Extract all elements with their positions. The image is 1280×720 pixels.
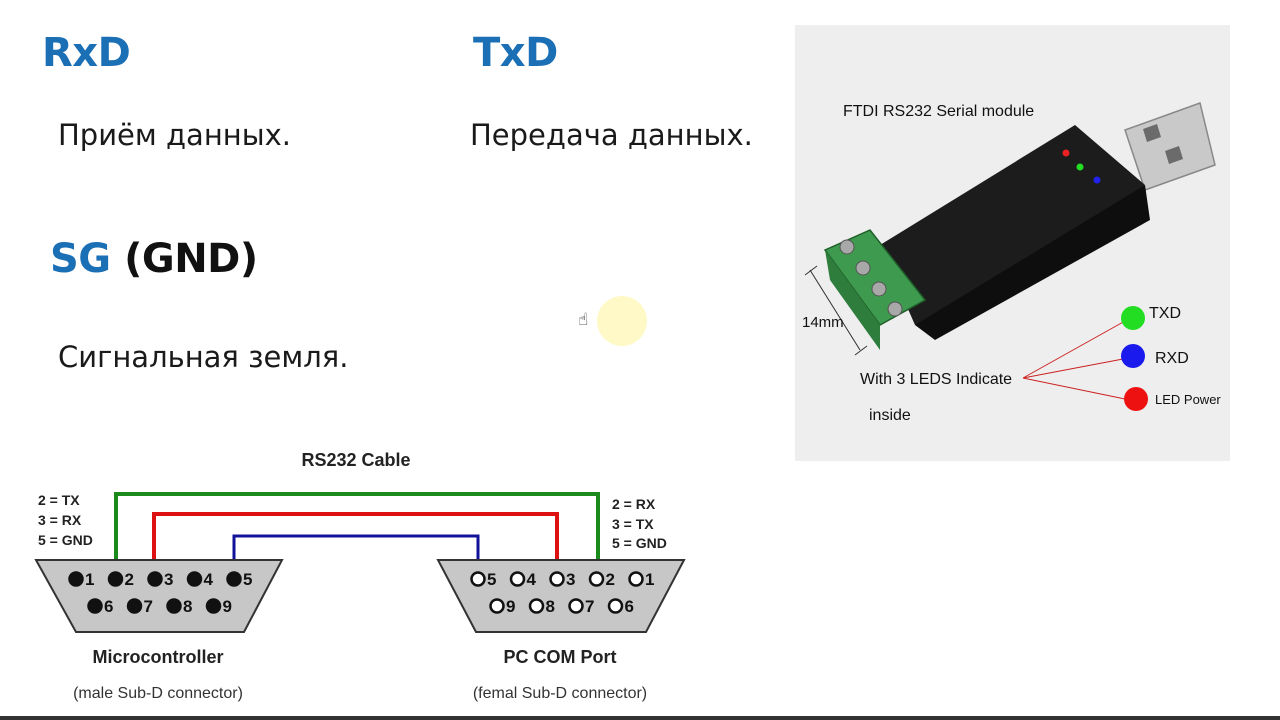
led-rxd-label: RXD — [1155, 350, 1189, 367]
left-pin-label-2: 2 — [125, 570, 134, 589]
led-power-circle — [1124, 387, 1148, 411]
left-pin-label-1: 1 — [85, 570, 94, 589]
left-connector-pins: 1 2 3 4 5 6 7 8 9 — [68, 570, 252, 616]
ftdi-module-illustration: FTDI RS232 Serial module 14mm With 3 LED… — [802, 102, 1221, 424]
right-pin-3 — [549, 571, 565, 587]
usb-plug-slot-2 — [1165, 146, 1183, 164]
sg-title: SG — [50, 236, 111, 282]
rs232-diagram: RS232 Cable 2 = TX 3 = RX 5 = GND 2 = RX… — [34, 450, 686, 702]
left-pinout-2: 3 = RX — [38, 512, 82, 528]
hand-cursor-icon: ☝ — [578, 310, 589, 330]
wire-rx-to-tx — [152, 512, 559, 580]
right-pin-label-9: 9 — [506, 597, 515, 616]
led-power-label: LED Power — [1155, 392, 1221, 407]
leds-label-line1: With 3 LEDS Indicate — [860, 371, 1012, 388]
led-pointer-power — [1022, 377, 1126, 400]
terminal-screw-2 — [855, 260, 871, 276]
txd-heading: TxD — [473, 30, 558, 76]
bottom-border — [0, 716, 1280, 720]
right-pin-8 — [528, 598, 545, 614]
right-pinout-2: 3 = TX — [612, 516, 654, 532]
leds-label-line2: inside — [869, 407, 911, 424]
led-pointer-txd — [1022, 320, 1126, 379]
left-pin-8 — [166, 598, 182, 614]
right-pinout-1: 2 = RX — [612, 496, 656, 512]
right-pin-label-4: 4 — [527, 570, 537, 589]
terminal-screw-1 — [839, 239, 855, 255]
left-pin-9 — [205, 598, 222, 614]
dimension-line — [809, 269, 861, 351]
led-txd-circle — [1121, 306, 1145, 330]
terminal-block-front — [825, 250, 880, 350]
terminal-screw-4 — [887, 301, 903, 317]
usb-plug-slot-1 — [1143, 124, 1161, 142]
wire-gnd — [232, 534, 480, 580]
left-pin-6 — [87, 598, 103, 614]
right-pin-2 — [588, 571, 605, 587]
left-pin-7 — [126, 598, 143, 614]
left-connector-name: Microcontroller — [92, 647, 223, 667]
led-red-dot — [1062, 149, 1070, 157]
left-connector-shell — [34, 559, 284, 633]
terminal-screw-3 — [871, 281, 887, 297]
ftdi-module-photo: FTDI RS232 Serial module 14mm With 3 LED… — [795, 25, 1230, 461]
right-pinout-3: 5 = GND — [612, 535, 667, 551]
left-pinout-1: 2 = TX — [38, 492, 80, 508]
right-pin-label-2: 2 — [606, 570, 615, 589]
right-pin-6 — [607, 598, 624, 614]
left-connector-sub: (male Sub-D connector) — [73, 685, 243, 702]
right-pin-1 — [628, 571, 644, 587]
left-pin-3 — [147, 571, 163, 587]
sg-description: Сигнальная земля. — [58, 340, 349, 374]
txd-description: Передача данных. — [470, 118, 753, 152]
rxd-heading: RxD — [42, 30, 131, 76]
led-blue-dot — [1093, 176, 1101, 184]
left-pin-label-5: 5 — [243, 570, 252, 589]
led-pointer-rxd — [1022, 358, 1124, 379]
rxd-description: Приём данных. — [58, 118, 292, 152]
sg-heading: SG (GND) — [50, 236, 258, 282]
diagram-title: RS232 Cable — [301, 450, 410, 470]
module-body-side — [915, 185, 1150, 340]
cursor-highlight — [597, 296, 647, 346]
right-connector-pins: 5 4 3 2 1 9 8 7 6 — [470, 570, 654, 616]
left-pin-4 — [186, 571, 203, 587]
left-pin-label-7: 7 — [144, 597, 153, 616]
right-connector-sub: (femal Sub-D connector) — [473, 685, 647, 702]
left-pin-5 — [226, 571, 242, 587]
right-pin-label-7: 7 — [585, 597, 594, 616]
wire-tx-to-rx — [114, 492, 600, 580]
right-pin-9 — [489, 598, 505, 614]
right-pin-4 — [509, 571, 526, 587]
led-green-dot — [1076, 163, 1084, 171]
left-pin-2 — [107, 571, 124, 587]
right-pin-7 — [568, 598, 584, 614]
right-pin-5 — [470, 571, 486, 587]
right-pin-label-6: 6 — [625, 597, 634, 616]
usb-plug — [1124, 102, 1216, 191]
led-txd-label: TXD — [1149, 305, 1181, 322]
left-pin-label-3: 3 — [164, 570, 173, 589]
right-connector-name: PC COM Port — [503, 647, 616, 667]
module-body — [880, 125, 1145, 325]
photo-title: FTDI RS232 Serial module — [843, 103, 1034, 120]
right-pin-label-5: 5 — [487, 570, 496, 589]
dimension-tick-1 — [804, 265, 818, 276]
left-pin-label-8: 8 — [183, 597, 192, 616]
right-connector-shell — [436, 559, 686, 633]
left-pin-label-4: 4 — [204, 570, 214, 589]
right-pin-label-8: 8 — [546, 597, 555, 616]
left-pin-label-6: 6 — [104, 597, 113, 616]
dimension-tick-2 — [854, 345, 868, 356]
sg-title-suffix: (GND) — [124, 236, 258, 282]
led-rxd-circle — [1121, 344, 1145, 368]
dimension-label: 14mm — [802, 314, 844, 331]
left-pin-label-9: 9 — [223, 597, 232, 616]
left-pin-1 — [68, 571, 84, 587]
right-pin-label-3: 3 — [566, 570, 575, 589]
right-pin-label-1: 1 — [645, 570, 654, 589]
left-pinout-3: 5 = GND — [38, 532, 93, 548]
